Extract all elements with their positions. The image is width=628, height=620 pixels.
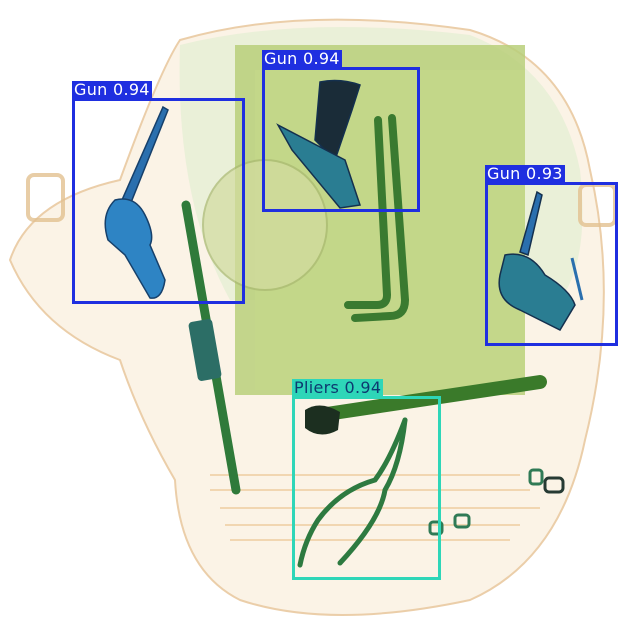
detection-label-gun-3: Gun 0.93 — [485, 164, 565, 183]
detection-label-pliers: Pliers 0.94 — [292, 378, 384, 397]
detection-box-gun-1 — [72, 98, 245, 304]
detection-box-pliers — [292, 396, 441, 580]
detection-box-gun-3 — [485, 182, 618, 346]
detection-box-gun-2 — [262, 67, 420, 212]
detection-label-gun-1: Gun 0.94 — [72, 80, 152, 99]
detection-label-gun-2: Gun 0.94 — [262, 49, 342, 68]
